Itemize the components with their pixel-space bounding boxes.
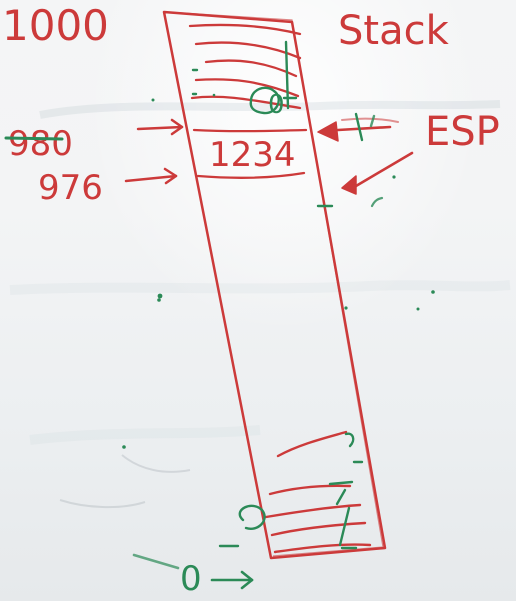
stack-green-marks-bottom <box>218 432 364 550</box>
stack-green-marks <box>191 40 298 115</box>
bottom-arrow <box>132 553 254 590</box>
board-smudges <box>9 100 511 445</box>
esp-label: ESP <box>425 109 500 155</box>
stack-box <box>162 10 387 560</box>
green-specks <box>122 93 435 449</box>
address-976-label: 976 <box>38 168 103 208</box>
stack-value-1234: 1234 <box>209 135 296 175</box>
bottom-value: 0 <box>180 559 202 599</box>
stack-slot-lines <box>192 128 308 179</box>
stack-slot-lines-bottom <box>264 430 372 554</box>
address-980-underline <box>4 136 64 141</box>
address-arrows <box>124 118 184 185</box>
address-1000-label: 1000 <box>2 1 109 50</box>
stack-title: Stack <box>338 8 450 54</box>
esp-pointers <box>316 112 414 208</box>
address-980-label: 980 <box>8 124 73 164</box>
ghost-lines <box>59 454 191 509</box>
stack-top-value: 0 <box>268 90 285 120</box>
